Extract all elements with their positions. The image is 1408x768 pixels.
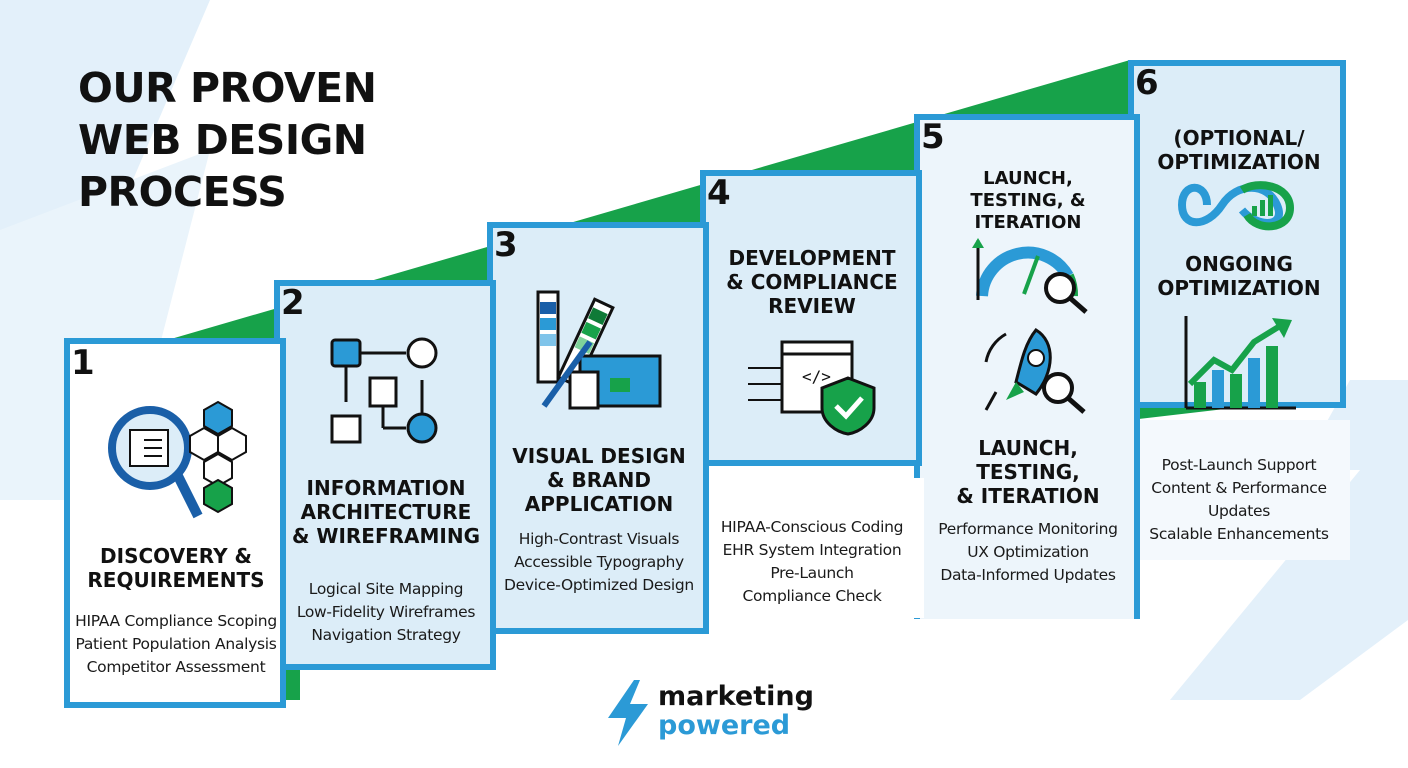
title-line: OUR PROVEN bbox=[78, 64, 377, 112]
step-3-number: 3 bbox=[494, 225, 518, 265]
title-line: WEB DESIGN bbox=[78, 116, 367, 164]
list-item: EHR System Integration bbox=[722, 541, 902, 559]
list-item: Scalable Enhancements bbox=[1149, 525, 1329, 543]
step-5-number: 5 bbox=[921, 117, 945, 157]
step-6-card bbox=[1128, 60, 1346, 408]
infinity-loop-icon bbox=[1177, 181, 1295, 231]
magnifier-checklist-icon bbox=[108, 400, 247, 519]
step-6-number: 6 bbox=[1135, 63, 1159, 103]
heading-line: ONGOING bbox=[1185, 252, 1293, 276]
step-4-card bbox=[700, 170, 922, 466]
step-2-number: 2 bbox=[281, 283, 305, 323]
step-3-heading: VISUAL DESIGN & BRAND APPLICATION bbox=[491, 444, 707, 516]
list-item: Logical Site Mapping bbox=[308, 580, 464, 598]
step-6-items: Post-Launch Support Content & Performanc… bbox=[1134, 454, 1344, 546]
heading-line: & WIREFRAMING bbox=[291, 524, 480, 548]
step-4-heading: DEVELOPMENT & COMPLIANCE REVIEW bbox=[704, 246, 920, 318]
list-item: Competitor Assessment bbox=[86, 658, 266, 676]
code-shield-icon: </> bbox=[748, 340, 876, 436]
logo-line-1: marketing bbox=[658, 681, 814, 712]
list-item: Data-Informed Updates bbox=[940, 566, 1116, 584]
step-1-items: HIPAA Compliance Scoping Patient Populat… bbox=[68, 610, 284, 679]
step-6-subheading: ONGOING OPTIMIZATION bbox=[1134, 252, 1344, 300]
heading-line: ARCHITECTURE bbox=[300, 500, 472, 524]
list-item: Low-Fidelity Wireframes bbox=[296, 603, 476, 621]
heading-line: TESTING, bbox=[976, 460, 1080, 484]
step-2-heading: INFORMATION ARCHITECTURE & WIREFRAMING bbox=[278, 476, 494, 548]
heading-line: APPLICATION bbox=[524, 492, 674, 516]
heading-line: LAUNCH, bbox=[983, 168, 1073, 189]
rocket-magnifier-icon bbox=[984, 328, 1086, 414]
flowchart-icon bbox=[330, 337, 438, 444]
list-item: Compliance Check bbox=[742, 587, 882, 605]
heading-line: INFORMATION bbox=[306, 476, 466, 500]
list-item: Pre-Launch bbox=[770, 564, 854, 582]
page-title: OUR PROVEN WEB DESIGN PROCESS bbox=[78, 62, 377, 218]
lightning-bolt-logo-icon bbox=[608, 680, 648, 746]
step-5-subheading: LAUNCH, TESTING, & ITERATION bbox=[918, 436, 1138, 508]
heading-line: & ITERATION bbox=[956, 484, 1100, 508]
step-6-heading: (OPTIONAL/ OPTIMIZATION bbox=[1134, 126, 1344, 174]
step-2-card bbox=[274, 280, 496, 670]
step-6-text-panel bbox=[1140, 420, 1350, 560]
heading-line: LAUNCH, bbox=[978, 436, 1078, 460]
list-item: Accessible Typography bbox=[514, 553, 684, 571]
heading-line: REVIEW bbox=[768, 294, 856, 318]
heading-line: VISUAL DESIGN bbox=[512, 444, 686, 468]
step-1-heading: DISCOVERY & REQUIREMENTS bbox=[68, 544, 284, 592]
list-item: Navigation Strategy bbox=[311, 626, 461, 644]
step-1-card bbox=[64, 338, 286, 708]
list-item: Patient Population Analysis bbox=[75, 635, 277, 653]
title-line: PROCESS bbox=[78, 168, 287, 216]
step-1-number: 1 bbox=[71, 343, 95, 383]
list-item: Post-Launch Support bbox=[1161, 456, 1317, 474]
heading-line: TESTING, & bbox=[970, 190, 1086, 211]
heading-line: (OPTIONAL/ bbox=[1173, 126, 1305, 150]
svg-text:</>: </> bbox=[802, 367, 831, 386]
heading-line: OPTIMIZATION bbox=[1157, 150, 1321, 174]
heading-line: REQUIREMENTS bbox=[87, 568, 265, 592]
heading-line: & BRAND bbox=[547, 468, 651, 492]
list-item: Updates bbox=[1207, 502, 1271, 520]
heading-line: OPTIMIZATION bbox=[1157, 276, 1321, 300]
step-5-heading: LAUNCH, TESTING, & ITERATION bbox=[918, 168, 1138, 234]
list-item: Performance Monitoring bbox=[938, 520, 1118, 538]
step-5-items: Performance Monitoring UX Optimization D… bbox=[918, 518, 1138, 587]
step-4-number: 4 bbox=[707, 173, 731, 213]
growth-chart-icon bbox=[1184, 316, 1296, 410]
heading-line: ITERATION bbox=[974, 212, 1082, 233]
logo-line-2: powered bbox=[658, 710, 791, 741]
list-item: Device-Optimized Design bbox=[504, 576, 694, 594]
step-2-items: Logical Site Mapping Low-Fidelity Wirefr… bbox=[278, 578, 494, 647]
heading-line: DISCOVERY & bbox=[100, 544, 252, 568]
list-item: High-Contrast Visuals bbox=[518, 530, 680, 548]
palette-devices-icon bbox=[536, 290, 662, 410]
list-item: Content & Performance bbox=[1151, 479, 1327, 497]
step-4-items: HIPAA-Conscious Coding EHR System Integr… bbox=[704, 516, 920, 608]
list-item: UX Optimization bbox=[967, 543, 1089, 561]
heading-line: DEVELOPMENT bbox=[728, 246, 896, 270]
heading-line: & COMPLIANCE bbox=[726, 270, 898, 294]
list-item: HIPAA Compliance Scoping bbox=[75, 612, 277, 630]
step-4-text-panel bbox=[708, 478, 924, 618]
gauge-magnifier-icon bbox=[972, 238, 1088, 314]
list-item: HIPAA-Conscious Coding bbox=[720, 518, 904, 536]
logo: marketing powered bbox=[658, 682, 814, 740]
step-3-items: High-Contrast Visuals Accessible Typogra… bbox=[491, 528, 707, 597]
